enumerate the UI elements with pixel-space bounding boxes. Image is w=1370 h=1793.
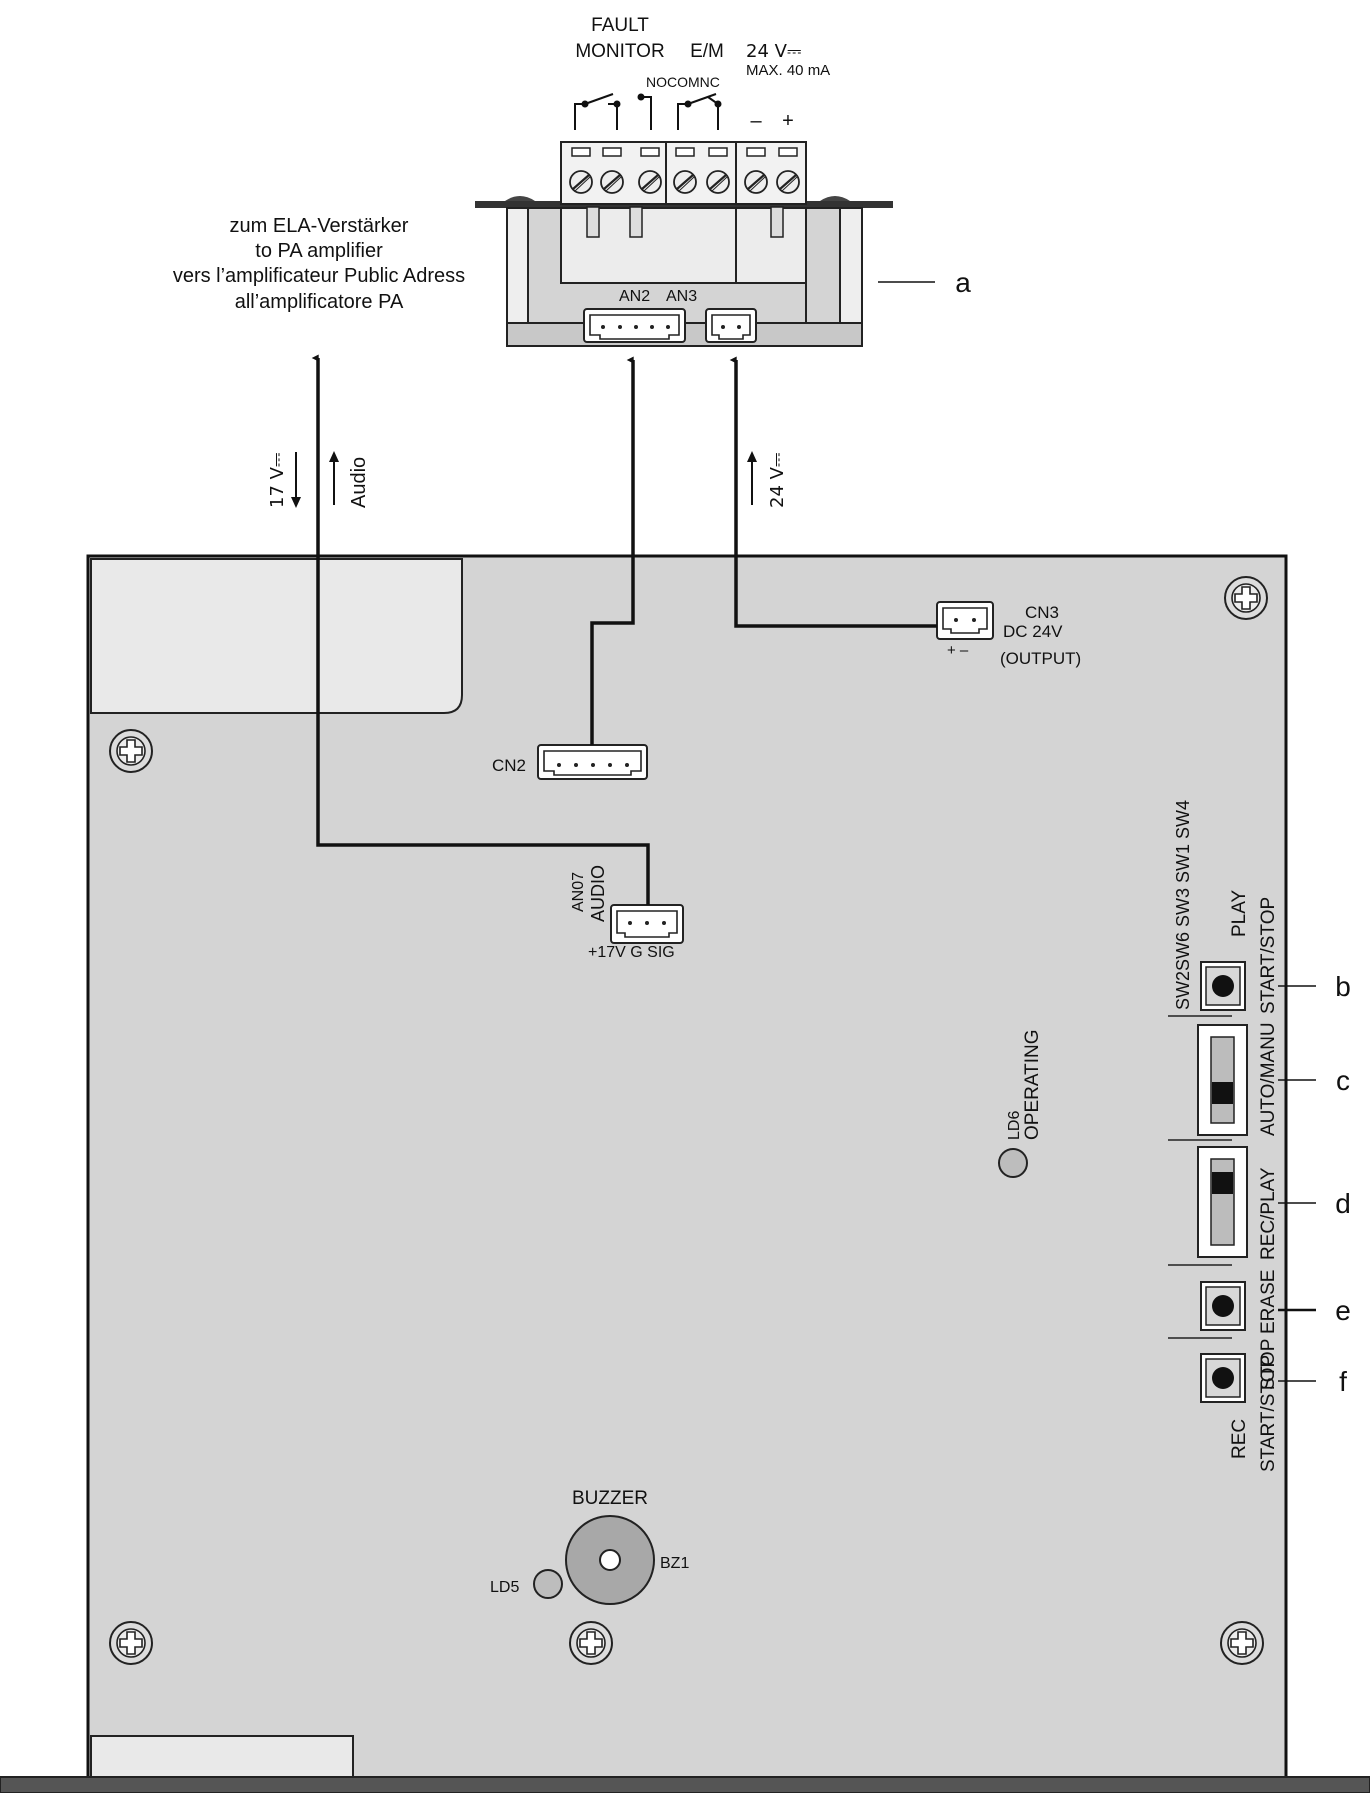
- relay-contacts-symbol: [574, 93, 722, 130]
- cn3-an3-wire: [729, 356, 937, 628]
- fault-label: FAULT: [591, 15, 649, 36]
- svg-text:all’amplificatore PA: all’amplificatore PA: [235, 291, 404, 313]
- buzzer: [565, 1515, 655, 1605]
- wires: [291, 354, 937, 905]
- ld6-led: [998, 1148, 1028, 1178]
- rec-play-slide-switch[interactable]: [1197, 1146, 1248, 1258]
- audio-pins-label: +17V G SIG: [588, 944, 675, 961]
- svg-text:vers l’amplificateur Public Ad: vers l’amplificateur Public Adress: [173, 265, 465, 287]
- play-label: PLAY: [1229, 889, 1250, 937]
- an2-label: AN2: [619, 288, 650, 305]
- ld5-led: [533, 1569, 563, 1599]
- main-board: CN3 DC 24V + – (OUTPUT) CN2 AN07 AUDIO +…: [0, 554, 1370, 1793]
- rec-start-stop-label: START/STOP: [1258, 1355, 1279, 1472]
- callout-c: c: [1336, 1065, 1350, 1096]
- auto-manu-label: AUTO/MANU: [1258, 1022, 1279, 1136]
- rec-start-stop-button[interactable]: [1200, 1353, 1246, 1403]
- callout-f: f: [1339, 1366, 1347, 1397]
- monitor-label: MONITOR: [575, 41, 664, 62]
- bz1-label: BZ1: [660, 1555, 689, 1572]
- cn3-dc-label: DC 24V: [1003, 622, 1063, 641]
- an07-connector: [610, 904, 684, 944]
- callout-a: a: [955, 267, 971, 298]
- cn3-label: CN3: [1025, 603, 1059, 622]
- ld6-label: LD6: [1006, 1111, 1023, 1140]
- svg-text:zum ELA-Verstärker: zum ELA-Verstärker: [230, 215, 409, 237]
- play-start-stop-button[interactable]: [1200, 961, 1246, 1011]
- cn3-output-label: (OUTPUT): [1000, 649, 1081, 668]
- cn3-polarity-label: + –: [947, 642, 969, 659]
- callout-e: e: [1335, 1295, 1351, 1326]
- operating-label: OPERATING: [1022, 1030, 1043, 1141]
- an3-connector: [705, 308, 757, 343]
- rec-play-label: REC/PLAY: [1258, 1167, 1279, 1260]
- erase-label: ERASE: [1258, 1270, 1279, 1334]
- buzzer-label: BUZZER: [572, 1488, 648, 1509]
- audio-connector-label: AUDIO: [588, 865, 608, 922]
- an2-connector: [583, 308, 686, 343]
- contacts-label: NOCOMNC: [646, 74, 720, 90]
- stop-label: STOP: [1258, 1339, 1279, 1390]
- cn2-label: CN2: [492, 756, 526, 775]
- an3-label: AN3: [666, 288, 697, 305]
- callout-b: b: [1335, 971, 1351, 1002]
- em-label: E/M: [690, 41, 724, 62]
- sw-header-label: SW2SW6 SW3 SW1 SW4: [1173, 800, 1193, 1010]
- rec-label: REC: [1229, 1419, 1250, 1459]
- max-current-label: MAX. 40 mA: [746, 62, 830, 79]
- terminal-screws: [568, 169, 801, 195]
- svg-text:to PA amplifier: to PA amplifier: [255, 240, 383, 262]
- cn2-connector: [537, 744, 648, 780]
- terminal-module: FAULT MONITOR E/M 24 V⎓ MAX. 40 mA NOCOM…: [475, 15, 971, 347]
- amplifier-caption: zum ELA-Verstärker to PA amplifier vers …: [173, 215, 465, 313]
- erase-button[interactable]: [1200, 1281, 1246, 1331]
- audio-wire: [311, 354, 650, 905]
- cn3-connector: [936, 601, 994, 640]
- play-start-stop-label: START/STOP: [1258, 897, 1279, 1014]
- minus-label: –: [750, 110, 762, 132]
- wire-audio-label: Audio: [348, 457, 370, 508]
- ld5-label: LD5: [490, 1579, 519, 1596]
- plus-label: +: [782, 110, 794, 132]
- wire-17v-label: 17 V⎓: [267, 453, 288, 508]
- switch-panel: SW2SW6 SW3 SW1 SW4 PLAY START/STOP AUTO/…: [1168, 800, 1279, 1472]
- wire-24v-label: 24 V⎓: [767, 453, 788, 508]
- callout-d: d: [1335, 1188, 1351, 1219]
- auto-manu-slide-switch[interactable]: [1197, 1024, 1248, 1136]
- an07-label: AN07: [570, 872, 587, 912]
- voltage-label: 24 V⎓: [746, 41, 801, 62]
